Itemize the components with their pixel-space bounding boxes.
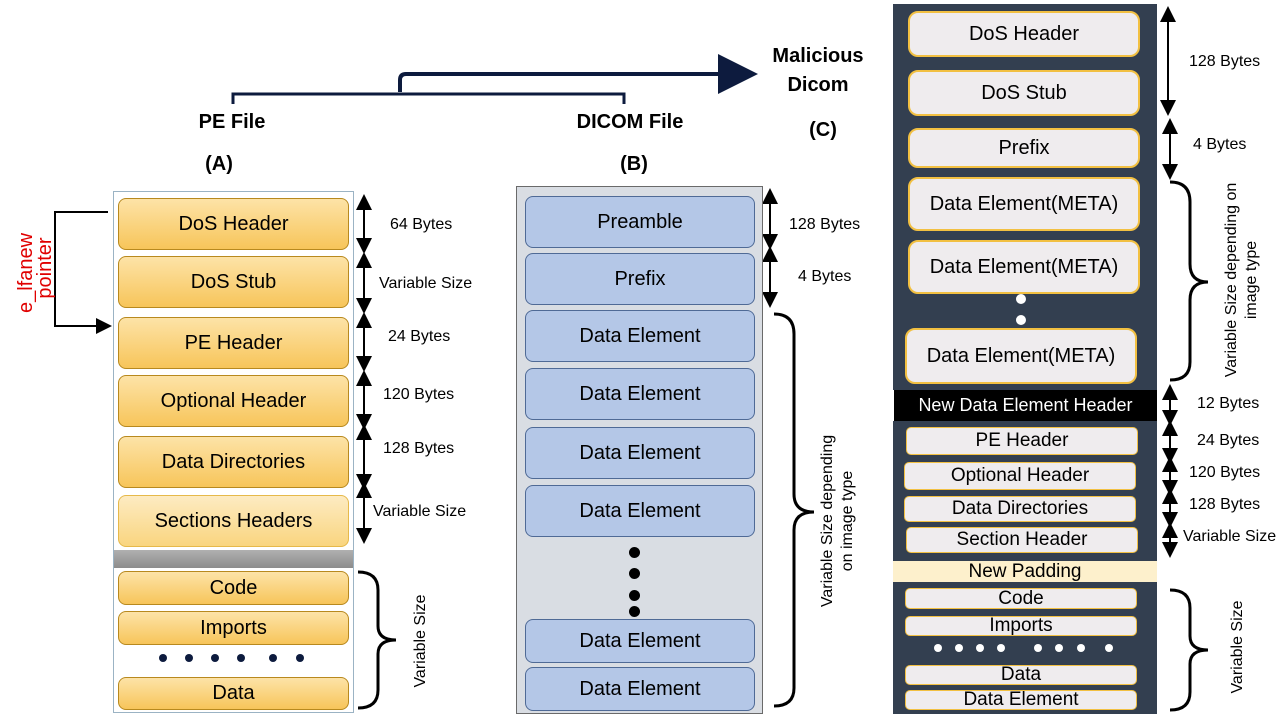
mal-ellipsis-dot [976,644,984,652]
mal-block-dos-stub: DoS Stub [908,70,1140,116]
mal-section-imports: Imports [905,615,1137,636]
mal-size-meta-line: Variable Size depending on image type [1220,150,1264,410]
dicom-ellipsis-dot [629,568,640,579]
mal-ellipsis-dot [955,644,963,652]
pe-ellipsis-dot [211,654,219,662]
mal-ellipsis-dot [1016,315,1026,325]
pe-size-sections-headers: Variable Size [373,503,467,520]
e-lfanew-pointer-arrow [54,211,112,334]
mal-header-region: DoS Header DoS Stub Prefix Data Element(… [893,4,1157,390]
pe-sections-brace [357,570,397,710]
mal-section-data-element: Data Element [905,689,1137,710]
pe-block-dos-header: DoS Header [118,198,349,250]
pe-block-dos-stub: DoS Stub [118,256,349,308]
pe-block-optional-header: Optional Header [118,375,349,427]
malicious-title-line2: Dicom [787,73,849,96]
pe-size-dos-stub: Variable Size [379,275,473,292]
mal-new-padding: New Padding [893,561,1157,582]
pe-size-optional-header: 120 Bytes [383,386,455,403]
mal-pe-region: PE Header Optional Header Data Directori… [893,421,1157,561]
dicom-file-container: Preamble Prefix Data Element Data Elemen… [516,186,763,714]
mal-meta-brace [1169,180,1209,382]
label-c: (C) [809,118,837,141]
mal-new-data-element-header: New Data Element Header [894,390,1157,421]
dicom-block-data-element: Data Element [525,310,755,362]
mal-ellipsis-dot [1055,644,1063,652]
label-b: (B) [620,152,648,175]
mal-sections-region: Code Imports Data Data Element [893,582,1157,714]
pointer-label-line2: pointer [33,237,56,299]
malicious-title-line1: Malicious [772,44,864,67]
mal-block-data-directories: Data Directories [904,496,1136,522]
pe-size-data-directories: 128 Bytes [383,440,455,457]
mal-size-pe-header: 24 Bytes [1197,432,1260,449]
mal-size-section-header: Variable Size [1183,528,1277,545]
mal-ellipsis-dot [1016,294,1026,304]
dicom-block-data-element: Data Element [525,619,755,663]
pe-file-title: PE File [198,110,266,133]
pe-block-data-directories: Data Directories [118,436,349,488]
mal-ellipsis-dot [997,644,1005,652]
pe-separator-bar [114,550,353,568]
pe-section-code: Code [118,571,349,605]
pe-block-pe-header: PE Header [118,317,349,369]
pe-ellipsis-dot [185,654,193,662]
dicom-ellipsis-dot [629,547,640,558]
dicom-size-preamble: 128 Bytes [789,216,861,233]
dicom-ellipsis-dot [629,606,640,617]
dicom-block-data-element: Data Element [525,427,755,479]
label-a: (A) [205,152,233,175]
mal-block-meta: Data Element(META) [905,328,1137,384]
dicom-block-preamble: Preamble [525,196,755,248]
mal-ellipsis-dot [1077,644,1085,652]
pe-block-sections-headers: Sections Headers [118,495,349,547]
mal-ellipsis-dot [934,644,942,652]
mal-ellipsis-dot [1105,644,1113,652]
pe-file-container: DoS Header DoS Stub PE Header Optional H… [113,191,354,713]
pe-size-pe-header: 24 Bytes [388,328,451,345]
mal-block-meta: Data Element(META) [908,240,1140,294]
dicom-block-data-element: Data Element [525,368,755,420]
mal-size-dos: 128 Bytes [1189,53,1261,70]
mal-block-prefix: Prefix [908,128,1140,168]
pe-size-dos-header: 64 Bytes [390,216,453,233]
mal-block-section-header: Section Header [906,527,1138,553]
mal-size-new-header: 12 Bytes [1197,395,1260,412]
mal-ellipsis-dot [1034,644,1042,652]
dicom-block-data-element: Data Element [525,667,755,711]
mal-sections-brace [1169,588,1209,712]
mal-size-optional-header: 120 Bytes [1189,464,1261,481]
mal-size-data-directories: 128 Bytes [1189,496,1261,513]
mal-block-pe-header: PE Header [906,427,1138,455]
dicom-elements-brace [773,312,815,708]
mal-size-meta: Variable Size depending on image type [1223,182,1260,378]
mal-size-arrows [1160,6,1178,558]
mal-section-data: Data [905,664,1137,685]
mal-size-sections: Variable Size [1229,600,1246,694]
pe-section-data: Data [118,677,349,710]
dicom-block-data-element: Data Element [525,485,755,537]
pe-size-sections: Variable Size [412,594,429,688]
dicom-ellipsis-dot [629,590,640,601]
dicom-file-title: DICOM File [576,110,684,133]
mal-section-code: Code [905,588,1137,609]
pe-section-imports: Imports [118,611,349,645]
dicom-size-prefix: 4 Bytes [798,268,852,285]
dicom-block-prefix: Prefix [525,253,755,305]
pe-ellipsis-dot [237,654,245,662]
mal-block-dos-header: DoS Header [908,11,1140,57]
pe-ellipsis-dot [159,654,167,662]
combine-bracket [231,54,758,104]
pe-ellipsis-dot [269,654,277,662]
mal-block-optional-header: Optional Header [904,462,1136,490]
mal-block-meta: Data Element(META) [908,177,1140,231]
dicom-size-elements-line: Variable Size depending on image type [819,391,856,651]
mal-size-prefix: 4 Bytes [1193,136,1247,153]
pe-ellipsis-dot [296,654,304,662]
dicom-size-elements: Variable Size depending on image type [819,434,856,608]
